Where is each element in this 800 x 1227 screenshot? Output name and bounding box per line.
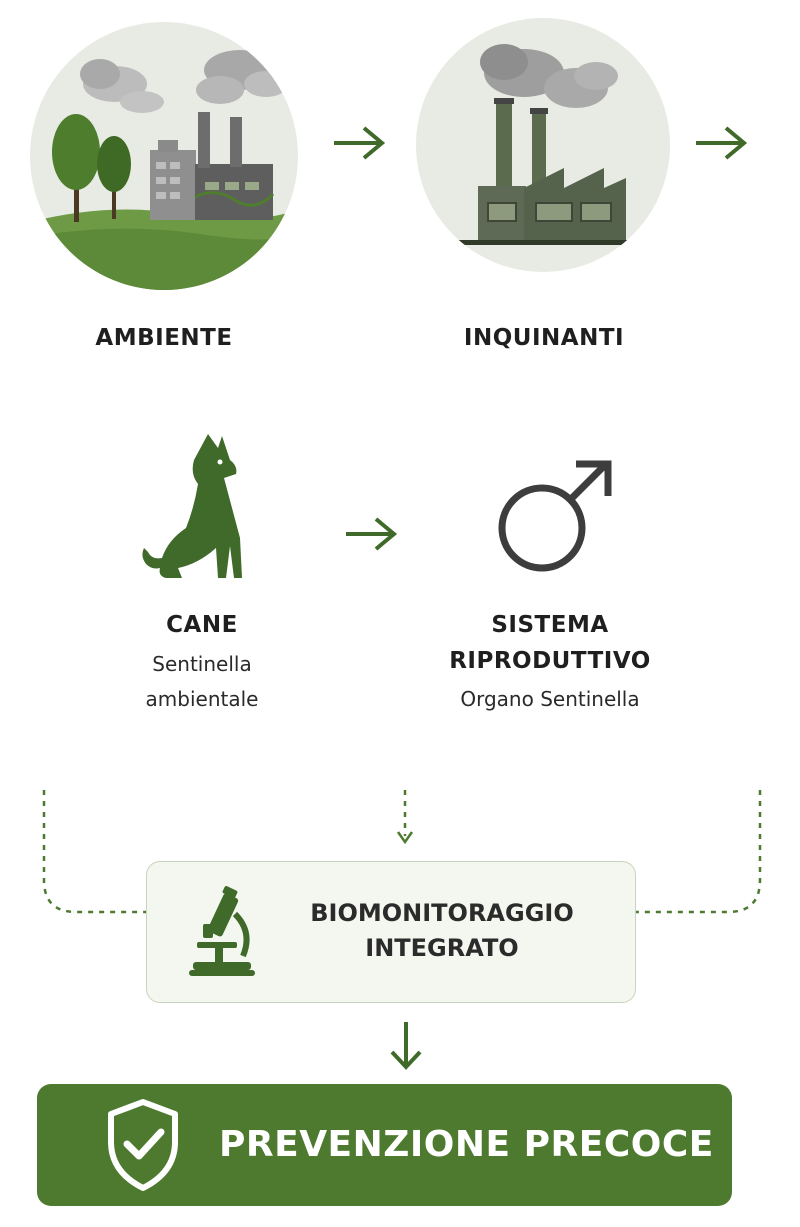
- arrow-right-icon: [334, 126, 386, 160]
- cane-label: CANE: [166, 612, 238, 638]
- inquinanti-label: INQUINANTI: [463, 325, 625, 351]
- arrow-right-icon: [346, 517, 398, 551]
- ambiente-illustration: [30, 22, 298, 290]
- factory-smoke-icon: [416, 18, 670, 272]
- biomonitoraggio-box: BIOMONITORAGGIO INTEGRATO: [146, 861, 636, 1003]
- inquinanti-illustration: [416, 18, 670, 272]
- male-symbol-icon: [498, 460, 612, 572]
- biomonitoraggio-line-2: INTEGRATO: [365, 933, 519, 962]
- cane-sublabel-1: Sentinella: [152, 652, 252, 676]
- prevenzione-label: PREVENZIONE PRECOCE: [219, 1124, 714, 1165]
- ambiente-label: AMBIENTE: [95, 325, 233, 351]
- dog-icon: [142, 434, 242, 578]
- sistema-sublabel: Organo Sentinella: [460, 687, 640, 711]
- arrow-down-icon: [390, 1022, 422, 1070]
- sistema-label-2: RIPRODUTTIVO: [449, 648, 651, 674]
- prevenzione-banner: PREVENZIONE PRECOCE: [37, 1084, 732, 1206]
- biomonitoraggio-line-1: BIOMONITORAGGIO: [310, 899, 574, 927]
- sistema-label-1: SISTEMA: [491, 612, 609, 638]
- cane-sublabel-2: ambientale: [145, 687, 259, 711]
- shield-check-icon: [108, 1099, 178, 1191]
- microscope-icon: [189, 886, 255, 976]
- arrow-right-icon: [696, 126, 748, 160]
- biomonitoraggio-text: BIOMONITORAGGIO INTEGRATO: [297, 896, 587, 966]
- factory-landscape-icon: [30, 22, 298, 290]
